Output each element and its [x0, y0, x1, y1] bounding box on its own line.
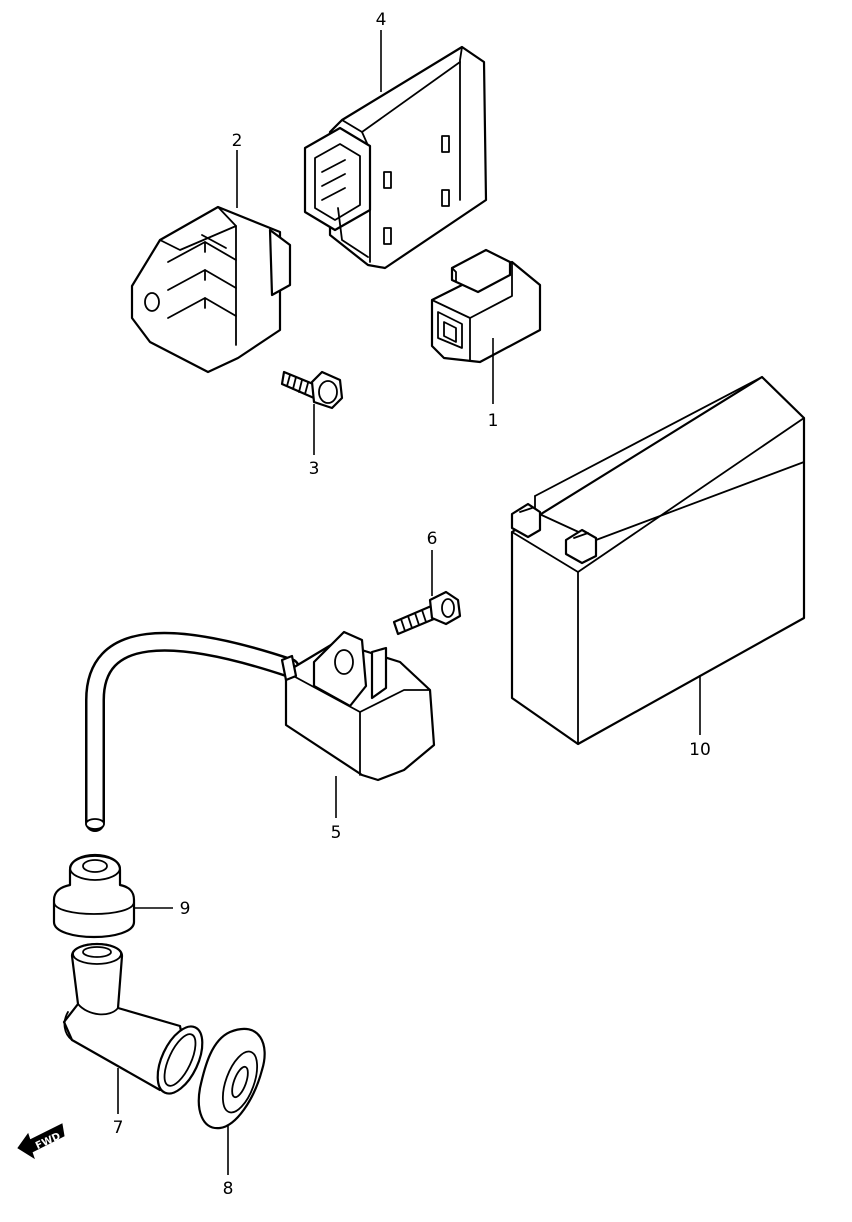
callout-labels: 1 2 3 4 5 6 7 8 9 10 — [113, 10, 711, 1199]
callout-10: 10 — [689, 740, 711, 760]
callout-3: 3 — [309, 459, 320, 479]
callout-7: 7 — [113, 1118, 124, 1138]
part-5-ignition-coil[interactable] — [85, 630, 436, 832]
part-7-plug-cap[interactable] — [62, 942, 212, 1100]
callout-5: 5 — [331, 823, 342, 843]
part-2-regulator-rectifier[interactable] — [130, 205, 292, 374]
forward-arrow-icon: FWD — [17, 1123, 65, 1160]
callout-4: 4 — [376, 10, 387, 30]
part-6-bolt[interactable] — [392, 590, 462, 636]
callout-9: 9 — [180, 899, 191, 919]
callout-6: 6 — [427, 529, 438, 549]
part-8-cap-cover[interactable] — [197, 1027, 266, 1130]
part-1-coupler[interactable] — [430, 248, 542, 364]
part-3-screw[interactable] — [280, 370, 344, 410]
part-9-grommet[interactable] — [52, 853, 136, 938]
callout-1: 1 — [488, 411, 499, 431]
part-4-cdi-unit[interactable] — [303, 45, 488, 270]
callout-8: 8 — [223, 1179, 234, 1199]
callout-2: 2 — [232, 131, 243, 151]
leader-lines — [117, 30, 701, 1175]
part-10-battery[interactable] — [510, 375, 806, 746]
